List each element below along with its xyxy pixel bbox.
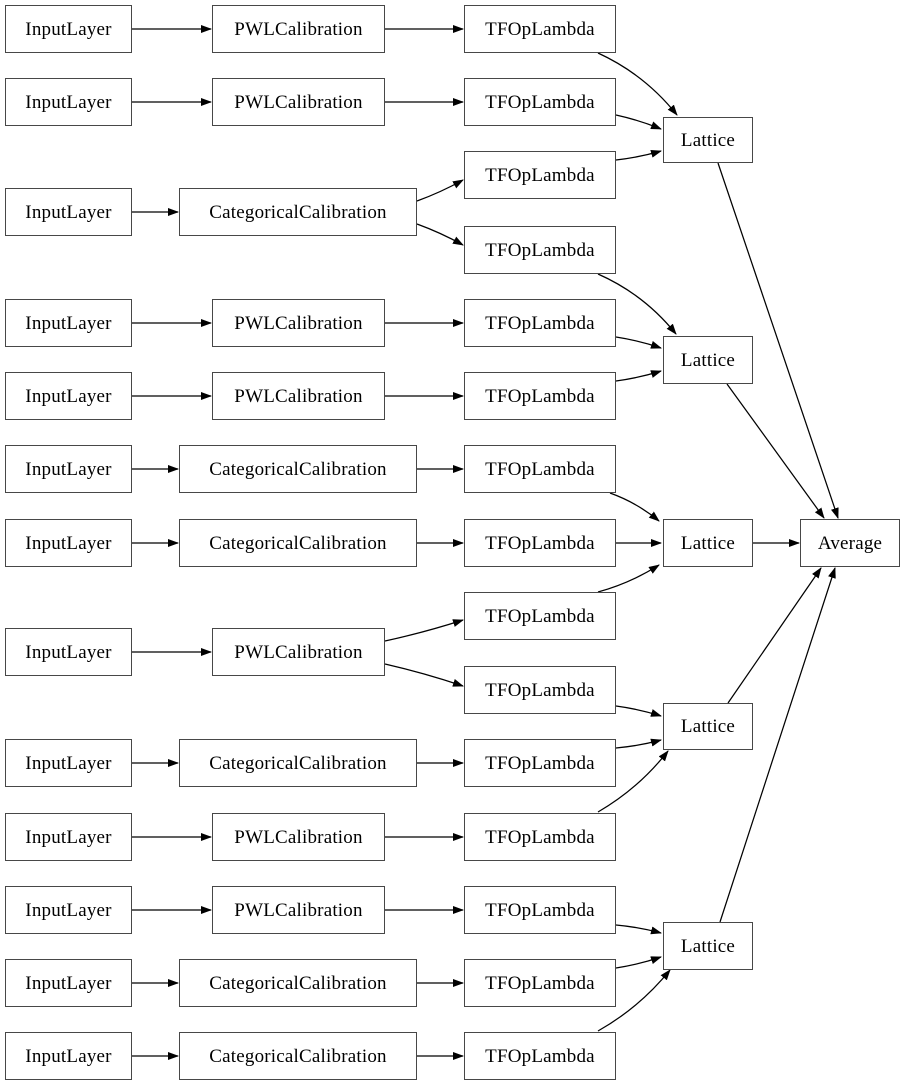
edge-tf14-lat5 <box>615 956 662 969</box>
edge-tf11-lat4 <box>615 738 662 749</box>
node-tfoplambda: TFOpLambda <box>464 739 616 787</box>
node-tfoplambda: TFOpLambda <box>464 813 616 861</box>
node-inputlayer: InputLayer <box>5 78 132 126</box>
node-lattice: Lattice <box>663 922 753 970</box>
node-tfoplambda: TFOpLambda <box>464 299 616 347</box>
node-tfoplambda: TFOpLambda <box>464 78 616 126</box>
node-categoricalcalibration: CategoricalCalibration <box>179 519 417 567</box>
edge-cal8-tf9 <box>384 619 464 642</box>
node-lattice: Lattice <box>663 703 753 750</box>
node-lattice: Lattice <box>663 117 753 163</box>
node-categoricalcalibration: CategoricalCalibration <box>179 1032 417 1080</box>
node-tfoplambda: TFOpLambda <box>464 1032 616 1080</box>
node-tfoplambda: TFOpLambda <box>464 666 616 714</box>
node-categoricalcalibration: CategoricalCalibration <box>179 445 417 493</box>
edge-cal3-tf3 <box>416 179 464 202</box>
node-lattice: Lattice <box>663 336 753 384</box>
edge-tf9-lat3 <box>597 564 660 593</box>
node-tfoplambda: TFOpLambda <box>464 519 616 567</box>
edge-tf13-lat5 <box>615 924 662 935</box>
node-average: Average <box>800 519 900 567</box>
node-pwlcalibration: PWLCalibration <box>212 372 385 420</box>
node-tfoplambda: TFOpLambda <box>464 445 616 493</box>
node-inputlayer: InputLayer <box>5 445 132 493</box>
node-inputlayer: InputLayer <box>5 628 132 676</box>
node-inputlayer: InputLayer <box>5 188 132 236</box>
edge-cal8-tf10 <box>384 663 464 687</box>
edge-tf5-lat2 <box>615 336 662 349</box>
node-tfoplambda: TFOpLambda <box>464 886 616 934</box>
node-inputlayer: InputLayer <box>5 886 132 934</box>
edge-lat4-avg <box>727 567 822 704</box>
edge-tf6-lat2 <box>615 370 662 382</box>
node-pwlcalibration: PWLCalibration <box>212 299 385 347</box>
edge-lat1-avg <box>717 162 839 519</box>
node-inputlayer: InputLayer <box>5 959 132 1007</box>
edge-tf12-lat4 <box>597 750 669 813</box>
node-categoricalcalibration: CategoricalCalibration <box>179 739 417 787</box>
node-inputlayer: InputLayer <box>5 372 132 420</box>
node-tfoplambda: TFOpLambda <box>464 5 616 53</box>
edge-cal3-tf4 <box>416 223 464 246</box>
node-inputlayer: InputLayer <box>5 1032 132 1080</box>
node-tfoplambda: TFOpLambda <box>464 226 616 274</box>
edge-lat2-avg <box>726 383 825 519</box>
edge-tf3-lat1 <box>615 149 662 161</box>
node-pwlcalibration: PWLCalibration <box>212 886 385 934</box>
edge-tf15-lat5 <box>597 969 671 1032</box>
node-inputlayer: InputLayer <box>5 5 132 53</box>
node-tfoplambda: TFOpLambda <box>464 151 616 199</box>
node-pwlcalibration: PWLCalibration <box>212 5 385 53</box>
node-categoricalcalibration: CategoricalCalibration <box>179 959 417 1007</box>
edge-tf1-lat1 <box>597 52 678 116</box>
node-lattice: Lattice <box>663 519 753 567</box>
node-inputlayer: InputLayer <box>5 739 132 787</box>
edge-tf7-lat3 <box>609 492 660 522</box>
node-pwlcalibration: PWLCalibration <box>212 628 385 676</box>
edge-lat5-avg <box>719 567 836 923</box>
edge-tf10-lat4 <box>615 705 662 717</box>
node-categoricalcalibration: CategoricalCalibration <box>179 188 417 236</box>
node-tfoplambda: TFOpLambda <box>464 959 616 1007</box>
node-tfoplambda: TFOpLambda <box>464 592 616 640</box>
edge-tf4-lat2 <box>597 273 677 335</box>
node-pwlcalibration: PWLCalibration <box>212 813 385 861</box>
edge-tf2-lat1 <box>615 114 662 130</box>
node-inputlayer: InputLayer <box>5 519 132 567</box>
node-pwlcalibration: PWLCalibration <box>212 78 385 126</box>
node-inputlayer: InputLayer <box>5 813 132 861</box>
node-inputlayer: InputLayer <box>5 299 132 347</box>
node-tfoplambda: TFOpLambda <box>464 372 616 420</box>
